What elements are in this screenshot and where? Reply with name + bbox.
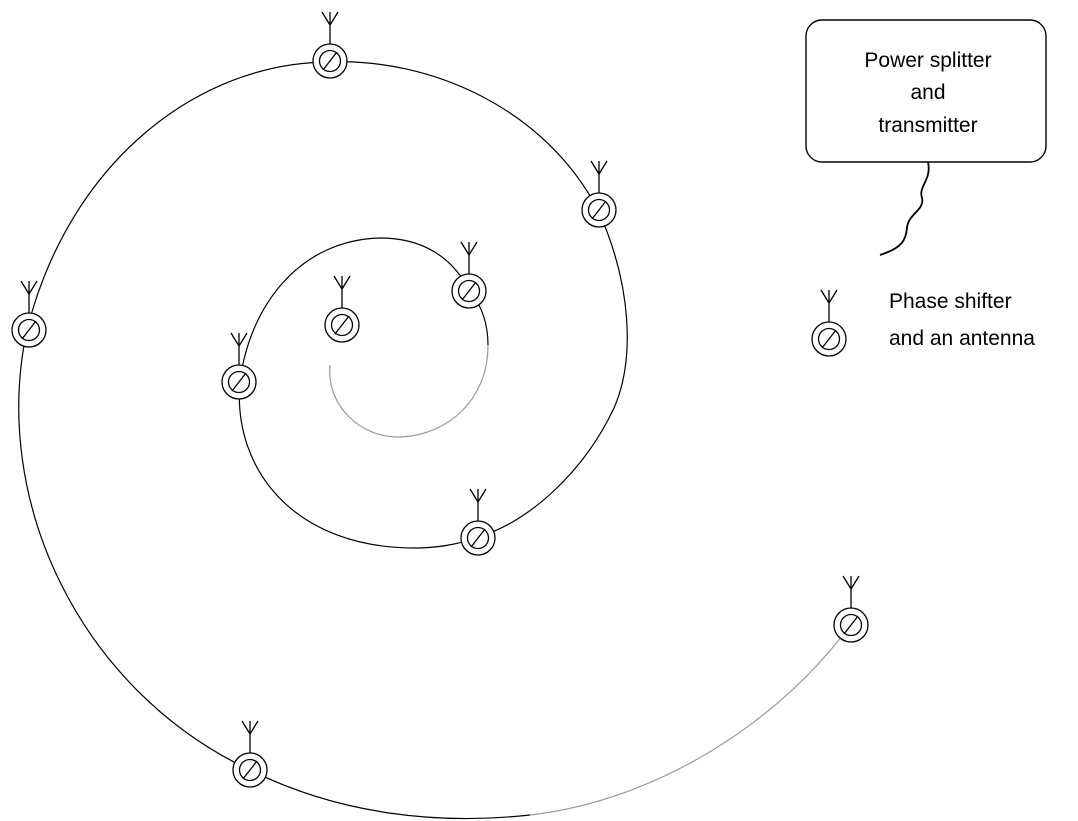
legend-line2: and an antenna bbox=[889, 327, 1035, 350]
phase-shifter-slash bbox=[21, 320, 37, 340]
antenna-arm-left bbox=[241, 720, 251, 735]
spiral-inner-loop bbox=[238, 237, 489, 549]
phase-shifter-inner-ring bbox=[318, 49, 342, 73]
phase-shifter-inner-ring bbox=[817, 327, 841, 351]
phase-shifter-antenna-3 bbox=[11, 280, 47, 348]
legend-phase-shifter-antenna bbox=[811, 289, 847, 357]
phase-shifter-antenna-icon bbox=[811, 289, 847, 357]
antenna-arm-left bbox=[230, 332, 240, 347]
antenna-nodes bbox=[11, 11, 869, 788]
antenna-arm-right bbox=[468, 241, 478, 256]
phase-shifter-slash bbox=[843, 615, 859, 635]
antenna-arm-right bbox=[598, 160, 608, 175]
power-box-frame bbox=[805, 19, 1047, 163]
phase-shifter-slash bbox=[591, 200, 607, 220]
power-box-line3: transmitter bbox=[878, 114, 977, 137]
phase-shifter-antenna-8 bbox=[833, 575, 869, 643]
power-box-line1: Power splitter bbox=[864, 49, 991, 72]
phase-shifter-inner-ring bbox=[457, 279, 481, 303]
phase-shifter-slash bbox=[821, 329, 837, 349]
legend-line1: Phase shifter bbox=[889, 290, 1012, 313]
power-splitter-box: Power splitter and transmitter bbox=[805, 19, 1047, 163]
antenna-arm-right bbox=[238, 332, 248, 347]
spiral-feed-line bbox=[18, 61, 849, 820]
antenna-arm-left bbox=[321, 11, 331, 26]
antenna-arm-right bbox=[28, 280, 38, 295]
phase-shifter-slash bbox=[470, 528, 486, 548]
phase-shifter-slash bbox=[461, 281, 477, 301]
phase-shifter-slash bbox=[334, 315, 350, 335]
antenna-arm-left bbox=[820, 289, 830, 304]
spiral-outer-tail bbox=[529, 627, 849, 816]
spiral-inner-tail bbox=[329, 344, 489, 438]
phase-shifter-inner-ring bbox=[238, 758, 262, 782]
antenna-arm-right bbox=[850, 575, 860, 590]
phase-shifter-slash bbox=[322, 51, 338, 71]
phase-shifter-inner-ring bbox=[227, 370, 251, 394]
antenna-arm-left bbox=[333, 275, 343, 290]
phase-shifter-inner-ring bbox=[839, 613, 863, 637]
legend: Phase shifter and an antenna bbox=[811, 289, 1035, 357]
antenna-arm-right bbox=[828, 289, 838, 304]
phase-shifter-antenna-6 bbox=[221, 332, 257, 400]
phase-shifter-inner-ring bbox=[466, 526, 490, 550]
phase-shifter-slash bbox=[242, 760, 258, 780]
phase-shifter-antenna-2 bbox=[581, 160, 617, 228]
antenna-arm-left bbox=[469, 488, 479, 503]
antenna-arm-left bbox=[590, 160, 600, 175]
antenna-arm-right bbox=[249, 720, 259, 735]
antenna-arm-left bbox=[842, 575, 852, 590]
phase-shifter-antenna-5 bbox=[451, 241, 487, 309]
phase-shifter-inner-ring bbox=[330, 313, 354, 337]
antenna-arm-right bbox=[477, 488, 487, 503]
phase-shifter-antenna-9 bbox=[232, 720, 268, 788]
antenna-arm-right bbox=[341, 275, 351, 290]
feed-cable bbox=[879, 161, 930, 256]
phase-shifter-antenna-4 bbox=[324, 275, 360, 343]
phase-shifter-antenna-1 bbox=[312, 11, 348, 79]
power-box-line2: and bbox=[910, 81, 945, 104]
antenna-arm-left bbox=[460, 241, 470, 256]
spiral-outer-loop bbox=[18, 61, 628, 820]
phase-shifter-inner-ring bbox=[17, 318, 41, 342]
antenna-arm-left bbox=[20, 280, 30, 295]
phase-shifter-inner-ring bbox=[587, 198, 611, 222]
phase-shifter-slash bbox=[231, 372, 247, 392]
antenna-arm-right bbox=[329, 11, 339, 26]
phase-shifter-antenna-7 bbox=[460, 488, 496, 556]
